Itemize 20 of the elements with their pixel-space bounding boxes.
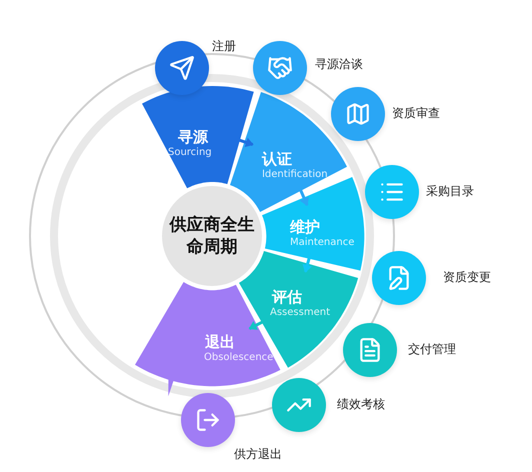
stage-subtitle: Obsolescence	[204, 352, 274, 363]
step-label: 绩效考核	[337, 396, 385, 413]
step-label: 注册	[212, 38, 236, 55]
stage-subtitle: Identification	[262, 168, 328, 180]
center-circle	[162, 186, 262, 286]
step-label: 供方退出	[234, 446, 282, 463]
stage-subtitle: Maintenance	[290, 236, 354, 248]
step-label: 寻源洽谈	[315, 56, 363, 73]
step-label: 资质变更	[443, 269, 491, 286]
stage-subtitle: Sourcing	[168, 147, 212, 158]
stage-title: 退出	[204, 332, 235, 352]
stage-subtitle: Assessment	[270, 306, 330, 318]
step-label: 交付管理	[408, 341, 456, 358]
stage-title: 寻源	[178, 128, 208, 147]
step-label: 采购目录	[426, 183, 474, 200]
stage-title: 维护	[290, 218, 320, 237]
stage-title: 认证	[262, 150, 292, 169]
stage-title: 评估	[272, 288, 302, 307]
step-label: 资质审查	[392, 105, 440, 122]
center-title: 供应商全生命周期	[168, 214, 256, 258]
